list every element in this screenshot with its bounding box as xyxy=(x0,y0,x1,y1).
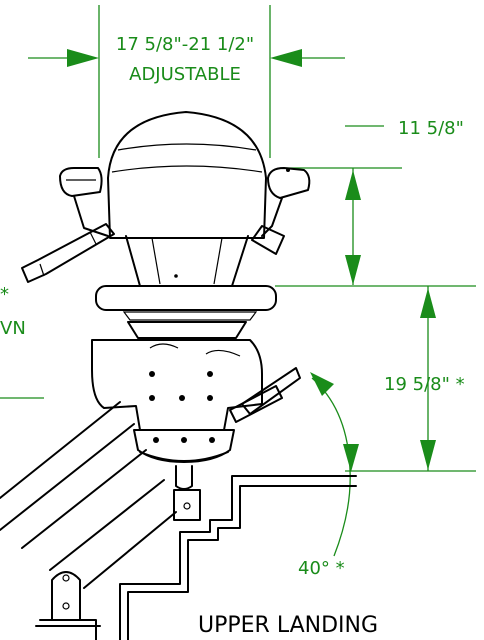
stairs xyxy=(35,475,357,640)
seat-width-dimension: 17 5/8"-21 1/2" ADJUSTABLE xyxy=(28,5,345,158)
arrow-right-icon xyxy=(67,49,99,67)
seat-height-dimension: 19 5/8" * xyxy=(275,285,476,472)
rail-bracket xyxy=(173,489,201,521)
right-armrest xyxy=(261,167,311,237)
seat-pan xyxy=(95,285,277,311)
arrow-up-icon xyxy=(420,288,436,318)
seat-height-label: 19 5/8" * xyxy=(384,374,465,395)
arrow-up-icon xyxy=(345,170,361,200)
arrow-down-icon xyxy=(420,440,436,470)
angle-dimension: 40° * xyxy=(298,372,359,579)
angle-label: 40° * xyxy=(298,558,345,579)
arrow-down-icon xyxy=(345,255,361,285)
arrow-icon xyxy=(310,372,334,396)
seat-column xyxy=(125,235,249,287)
upper-landing-label: UPPER LANDING xyxy=(198,613,378,638)
stairlift-chair xyxy=(21,111,311,339)
rail-foot xyxy=(51,571,81,621)
carriage-body xyxy=(91,339,263,431)
partial-label-bottom: VN xyxy=(0,318,26,339)
arrow-icon xyxy=(343,444,359,472)
armrest-height-dimension: 11 5/8" xyxy=(285,118,464,285)
left-partial-annotation: * VN xyxy=(0,284,44,399)
backrest xyxy=(107,111,267,239)
seat-width-note: ADJUSTABLE xyxy=(129,64,241,85)
partial-label-top: * xyxy=(0,284,9,305)
footrest-arm xyxy=(241,367,301,415)
stair-outline-inner xyxy=(127,485,357,640)
gear-housing xyxy=(133,429,235,463)
seat-width-label: 17 5/8"-21 1/2" xyxy=(116,34,254,55)
carriage xyxy=(91,339,301,490)
left-armrest xyxy=(59,167,109,237)
rail xyxy=(0,401,177,589)
control-arm xyxy=(21,223,115,283)
stair-outline-outer xyxy=(119,475,357,640)
armrest-height-label: 11 5/8" xyxy=(398,118,464,139)
arrow-left-icon xyxy=(270,49,302,67)
control-box xyxy=(251,225,285,255)
